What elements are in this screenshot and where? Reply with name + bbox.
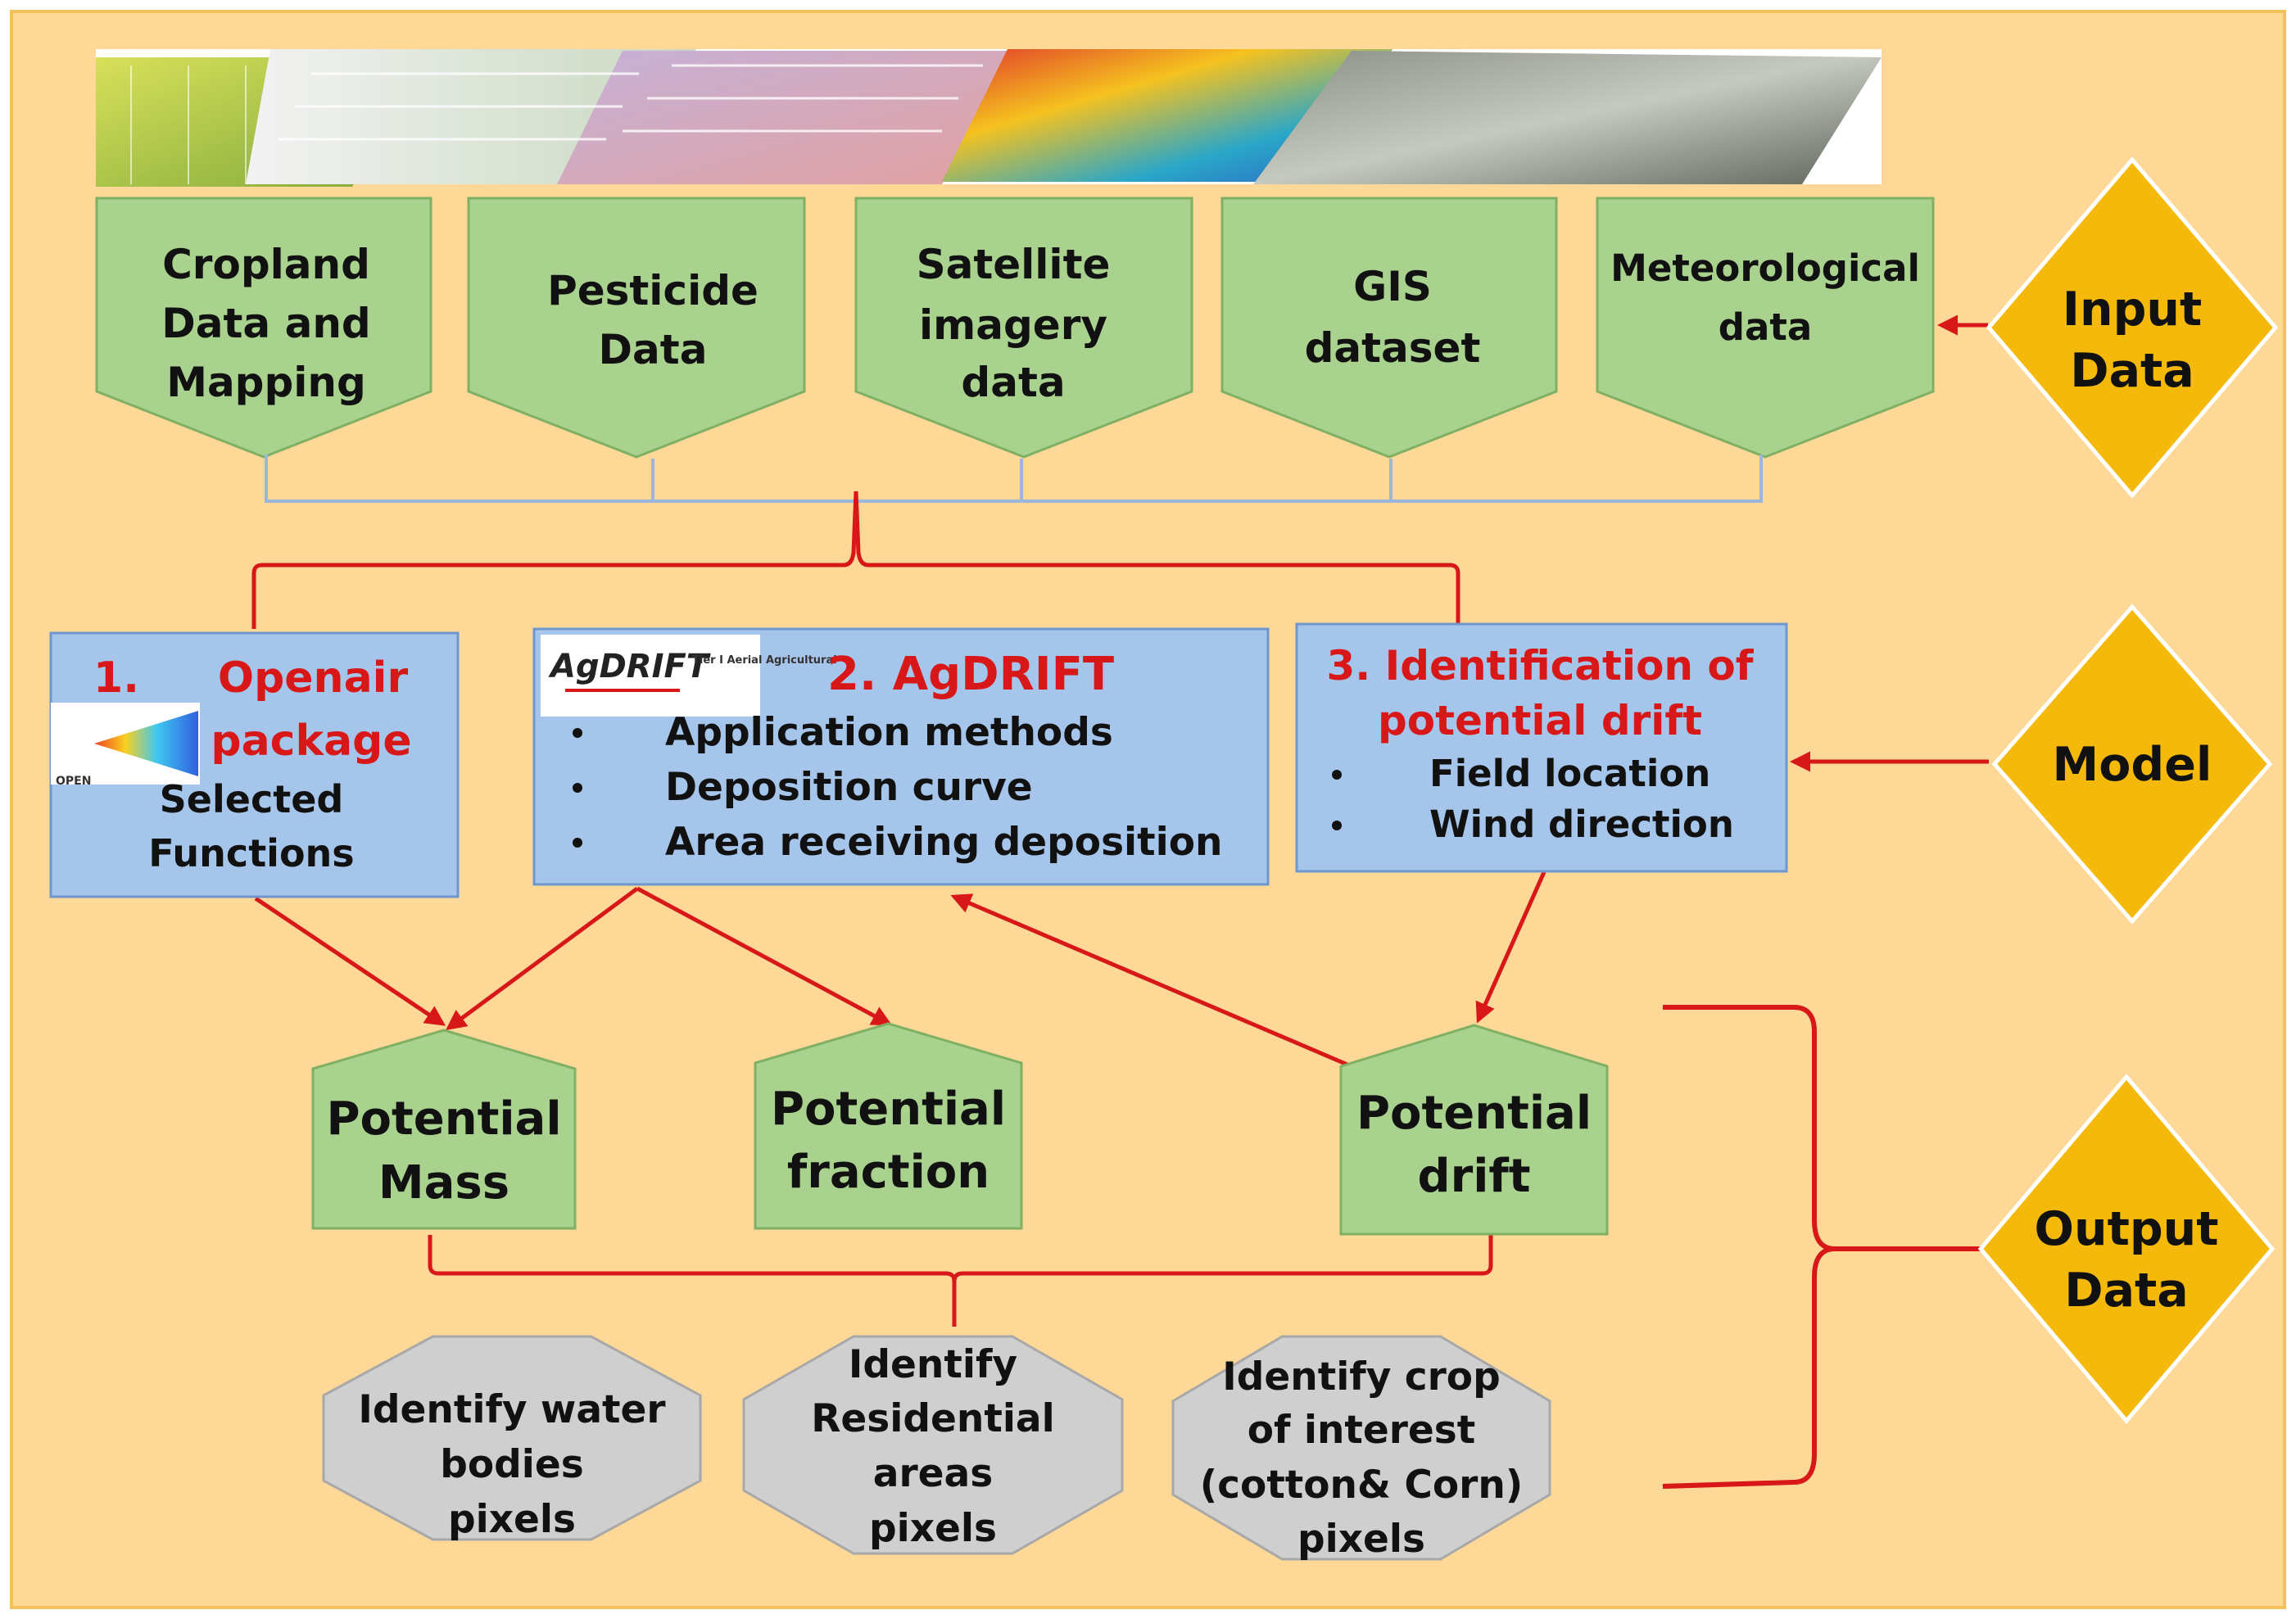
openair-logo: OPEN — [51, 703, 200, 788]
model-diamond-label: Model — [2053, 738, 2212, 792]
output-octagon-label: pixels — [869, 1506, 997, 1551]
input-box-label: Mapping — [166, 359, 366, 406]
openair-title: Openair — [218, 653, 409, 703]
bullet-dot — [573, 838, 582, 848]
input-box-5: Meteorological data — [1596, 197, 1935, 459]
input-box-label: Pesticide — [547, 267, 759, 314]
openair-title: package — [211, 717, 411, 766]
input-box-label: Cropland — [162, 241, 370, 288]
openair-logo-text: OPEN — [56, 775, 91, 788]
flow-arrow — [1475, 871, 1547, 1024]
bullet-dot — [573, 783, 582, 793]
output-pentagon-label: drift — [1417, 1150, 1530, 1203]
output-octagon-label: Identify crop — [1222, 1354, 1500, 1400]
output-pentagon-label: Potential — [771, 1083, 1006, 1136]
input-box-label: dataset — [1305, 324, 1481, 372]
connector-lines — [251, 314, 1990, 1489]
input-box-label: data — [961, 359, 1065, 406]
bullet-dot — [573, 728, 582, 738]
output-octagon-label: pixels — [448, 1497, 576, 1542]
input-box-label: data — [1719, 305, 1812, 349]
output-octagon-3: Identify crop of interest (cotton& Corn) pi… — [1171, 1335, 1551, 1562]
model-diamond: Model — [1991, 604, 2273, 925]
output-octagon-label: Identify — [849, 1342, 1017, 1387]
output-pentagon-label: fraction — [787, 1146, 989, 1199]
bullet-dot — [1332, 770, 1342, 780]
flow-arrow — [254, 896, 446, 1026]
input-box-label: imagery — [919, 301, 1107, 349]
flow-arrow — [950, 893, 1348, 1067]
agdrift-bullet: Application methods — [665, 710, 1113, 755]
identification-title: potential drift — [1378, 697, 1702, 744]
output-bracket — [1662, 1005, 1990, 1489]
input-box-label: Meteorological — [1610, 246, 1920, 290]
output-data-diamond-label: Data — [2064, 1264, 2189, 1318]
flow-arrow — [636, 886, 893, 1026]
openair-line: Selected — [160, 777, 344, 821]
agdrift-bullet: Area receiving deposition — [665, 820, 1223, 865]
output-octagon-label: (cotton& Corn) — [1200, 1463, 1524, 1508]
output-row: PotentialMassPotentialfractionPotentiald… — [311, 1022, 1609, 1562]
model-brace — [251, 491, 1460, 629]
output-octagon-1: Identify water bodies pixels — [322, 1335, 702, 1542]
agdrift-title: 2. AgDRIFT — [827, 648, 1114, 701]
output-pentagon-label: Potential — [326, 1092, 561, 1146]
input-data-diamond-label: Input — [2063, 283, 2202, 337]
output-pentagon-label: Potential — [1356, 1087, 1592, 1140]
output-octagon-label: of interest — [1248, 1408, 1476, 1453]
identification-bullet: Field location — [1429, 752, 1710, 795]
flow-arrow — [445, 886, 639, 1030]
output-octagon-label: areas — [873, 1451, 993, 1496]
bullet-dot — [1332, 821, 1342, 830]
identification-bullet: Wind direction — [1429, 803, 1734, 846]
openair-number: 1. — [93, 653, 139, 703]
identification-box: 3. Identification of potential driftField… — [1295, 622, 1788, 873]
input-box-label: GIS — [1353, 263, 1432, 310]
agdrift-bullet: Deposition curve — [665, 765, 1033, 810]
output-pentagon-2: Potential fraction — [754, 1022, 1023, 1230]
satellite-imagery-strip — [96, 49, 1882, 187]
output-data-diamond-label: Output — [2035, 1202, 2219, 1256]
output-octagon-label: pixels — [1297, 1517, 1425, 1562]
input-box-label: Data — [599, 326, 708, 373]
output-pentagon-3: Potential drift — [1339, 1024, 1609, 1236]
output-pentagon-label: Mass — [378, 1156, 509, 1210]
agdrift-logo-text: AgDRIFT — [548, 648, 711, 685]
openair-line: Functions — [148, 831, 354, 875]
output-brace — [428, 1235, 1493, 1327]
output-octagon-label: Identify water — [358, 1387, 666, 1432]
input-box-3: Satellite imagery data — [854, 197, 1193, 459]
output-octagon-label: Residential — [811, 1396, 1055, 1441]
input-data-diamond-label: Data — [2070, 344, 2194, 398]
input-box-label: Satellite — [917, 241, 1111, 288]
output-octagon-label: bodies — [440, 1442, 584, 1487]
agdrift-logo-sub: Tier I Aerial Agricultural — [692, 654, 837, 667]
input-box-label: Data and — [161, 300, 370, 347]
identification-title: 3. Identification of — [1326, 642, 1754, 690]
input-box-4: GIS dataset — [1220, 197, 1558, 459]
